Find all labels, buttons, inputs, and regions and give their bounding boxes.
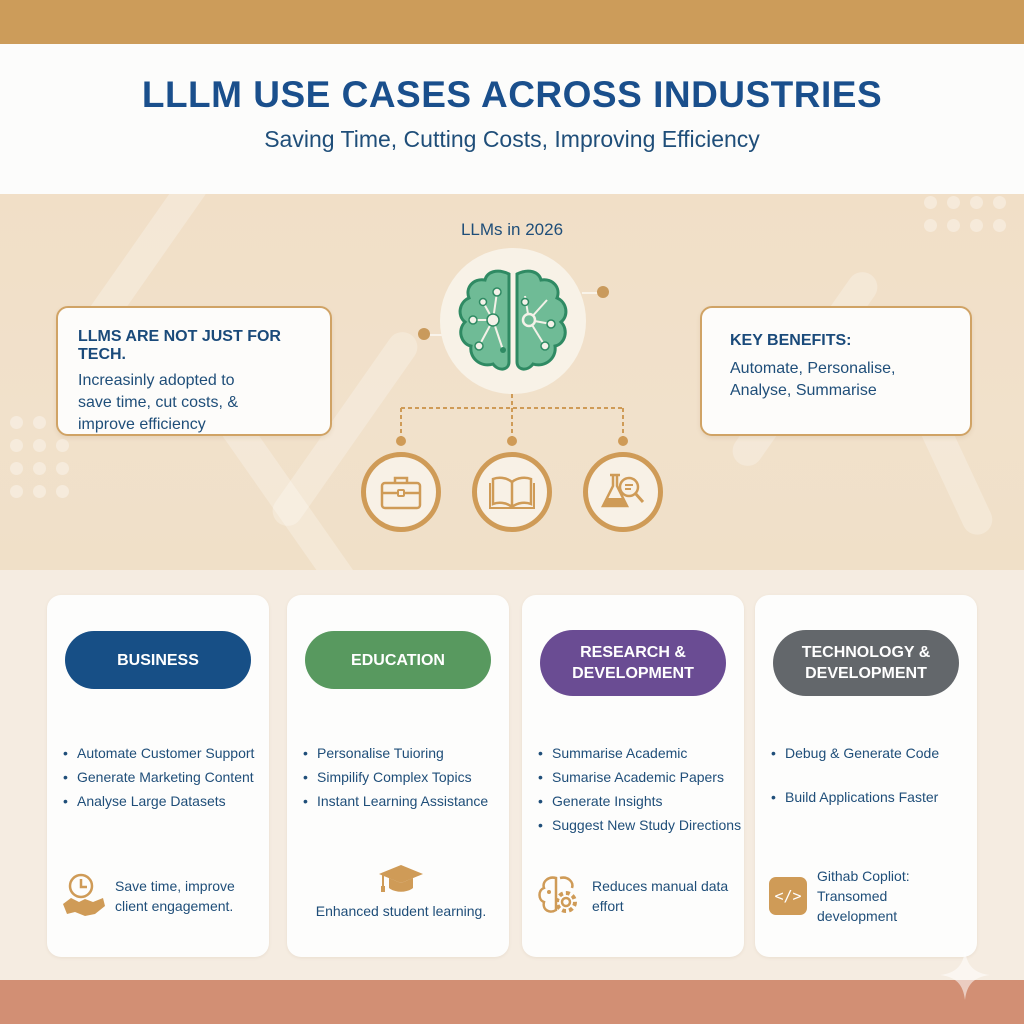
card-footer: </> Githab Copliot: Transomed developmen… [769, 868, 969, 924]
info-line: save time, cut costs, & [78, 394, 239, 411]
connector-dot [418, 328, 430, 340]
connector-dot [597, 286, 609, 298]
card-title: RESEARCH & [580, 644, 686, 661]
bullet-list: Personalise Tuioring Simpilify Complex T… [303, 741, 503, 813]
footer-text: Enhanced student learning. [315, 903, 487, 919]
connector-tree [396, 394, 628, 446]
card-title: DEVELOPMENT [805, 665, 927, 682]
footer-text: Githab Copliot: Transomed development [817, 866, 969, 926]
footer-text: Save time, improve client engagement. [115, 876, 235, 916]
page-title: LLLM USE CASES ACROSS INDUSTRIES [141, 74, 883, 115]
footer-line: effort [592, 898, 624, 914]
footer-line: Reduces manual data [592, 878, 729, 894]
bullet-item: Automate Customer Support [63, 741, 263, 765]
footer-line: client engagement. [115, 898, 234, 914]
decorative-dots [10, 416, 69, 498]
open-book-icon [489, 476, 535, 509]
connector-dot [507, 436, 517, 446]
connector-line [582, 292, 600, 294]
code-icon: </> [769, 877, 807, 915]
bullet-item: Personalise Tuioring [303, 741, 503, 765]
bullet-item: Analyse Large Datasets [63, 789, 263, 813]
bullet-list: Automate Customer Support Generate Marke… [63, 741, 263, 813]
bullet-item: Simpilify Complex Topics [303, 765, 503, 789]
brain-network-icon [458, 269, 568, 371]
footer-line: Githab Copliot: [817, 868, 910, 884]
info-line: improve efficiency [78, 416, 206, 433]
category-circle-education [472, 452, 552, 532]
page-subtitle: Saving Time, Cutting Costs, Improving Ef… [264, 126, 760, 152]
briefcase-icon [380, 476, 422, 510]
card-title-pill: EDUCATION [305, 631, 491, 689]
card-footer: Save time, improve client engagement. [61, 871, 261, 921]
card-title-pill: RESEARCH & DEVELOPMENT [540, 630, 726, 696]
category-circle-research [583, 452, 663, 532]
info-line: Automate, Personalise, [730, 360, 896, 377]
bullet-item: Build Applications Faster [771, 785, 971, 829]
bullet-item: Instant Learning Assistance [303, 789, 503, 813]
info-card-not-just-tech: LLMS ARE NOT JUST FOR TECH. Increasinly … [56, 306, 332, 436]
footer-line: Save time, improve [115, 878, 235, 894]
card-technology: TECHNOLOGY & DEVELOPMENT Debug & Generat… [755, 595, 977, 957]
connector-dot [618, 436, 628, 446]
hero-label: LLMs in 2026 [460, 220, 564, 239]
bullet-item: Summarise Academic [538, 741, 738, 765]
bullet-item: Suggest New Study Directions [538, 813, 741, 837]
graduation-cap-icon [379, 865, 423, 892]
card-business: BUSINESS Automate Customer Support Gener… [47, 595, 269, 957]
clock-handshake-icon [63, 873, 105, 916]
connector-line [430, 334, 448, 336]
info-card-body: Increasinly adopted to save time, cut co… [78, 370, 310, 436]
bottom-color-bar [0, 980, 1024, 1024]
card-footer: Reduces manual data effort [536, 871, 736, 921]
info-card-heading: KEY BENEFITS: [730, 332, 852, 349]
card-footer: Enhanced student learning. [301, 857, 501, 927]
connector-dot [396, 436, 406, 446]
card-title: EDUCATION [351, 651, 445, 669]
card-title-pill: TECHNOLOGY & DEVELOPMENT [773, 630, 959, 696]
card-education: EDUCATION Personalise Tuioring Simpilify… [287, 595, 509, 957]
top-color-bar [0, 0, 1024, 44]
flask-magnifier-icon [600, 473, 645, 508]
footer-text: Reduces manual data effort [592, 876, 728, 916]
category-circle-business [361, 452, 441, 532]
brain-gear-icon [538, 876, 577, 913]
card-title: TECHNOLOGY & [801, 644, 931, 661]
header: LLLM USE CASES ACROSS INDUSTRIES Saving … [0, 44, 1024, 194]
card-title-pill: BUSINESS [65, 631, 251, 689]
bullet-item: Generate Marketing Content [63, 765, 263, 789]
bullet-item: Generate Insights [538, 789, 738, 813]
info-card-heading: LLMS ARE NOT JUST FOR TECH. [78, 328, 281, 363]
card-title: DEVELOPMENT [572, 665, 694, 682]
info-card-key-benefits: KEY BENEFITS: Automate, Personalise, Ana… [700, 306, 972, 436]
card-title: BUSINESS [117, 651, 199, 669]
bullet-list: Summarise Academic Sumarise Academic Pap… [538, 741, 741, 837]
hero-section: LLMs in 2026 LLMS ARE NOT JUST FOR TECH.… [0, 194, 1024, 570]
sparkle-icon [940, 950, 990, 1000]
bullet-item: Sumarise Academic Papers [538, 765, 738, 789]
info-line: Analyse, Summarise [730, 382, 877, 399]
card-research: RESEARCH & DEVELOPMENT Summarise Academi… [522, 595, 744, 957]
bullet-list: Debug & Generate Code Build Applications… [771, 741, 971, 829]
footer-line: Transomed development [817, 888, 898, 924]
decorative-dots [924, 196, 1006, 232]
industry-cards: BUSINESS Automate Customer Support Gener… [0, 570, 1024, 980]
bullet-item: Debug & Generate Code [771, 741, 971, 785]
info-line: Increasinly adopted to [78, 372, 235, 389]
info-card-body: Automate, Personalise, Analyse, Summaris… [730, 358, 942, 402]
